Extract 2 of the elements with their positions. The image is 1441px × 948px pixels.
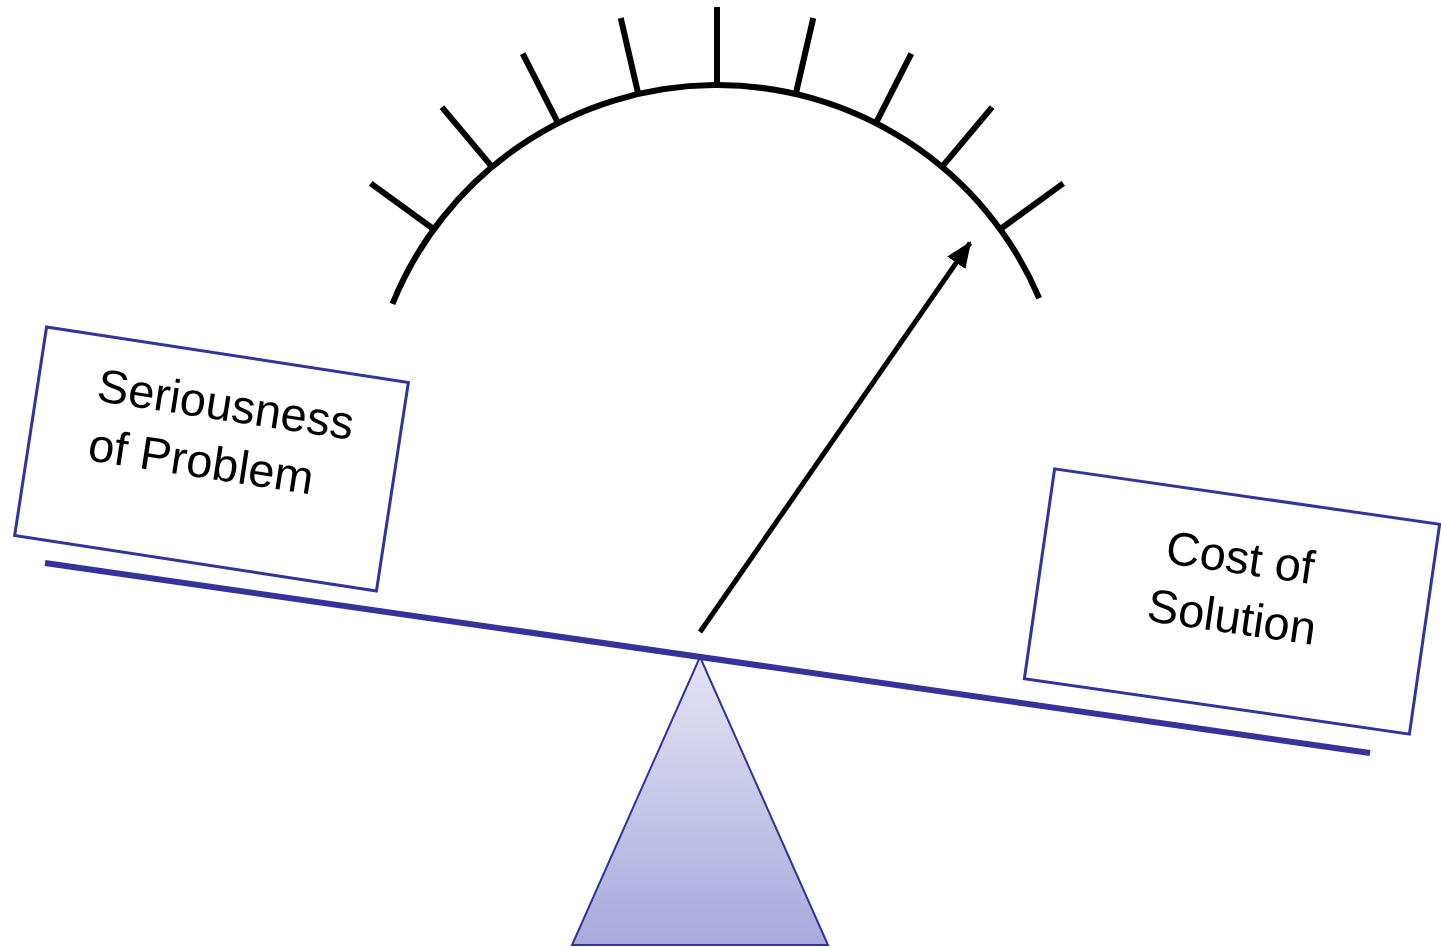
box-label: Seriousness of Problem [83,357,359,507]
box-label: Cost of Solution [1142,518,1321,657]
